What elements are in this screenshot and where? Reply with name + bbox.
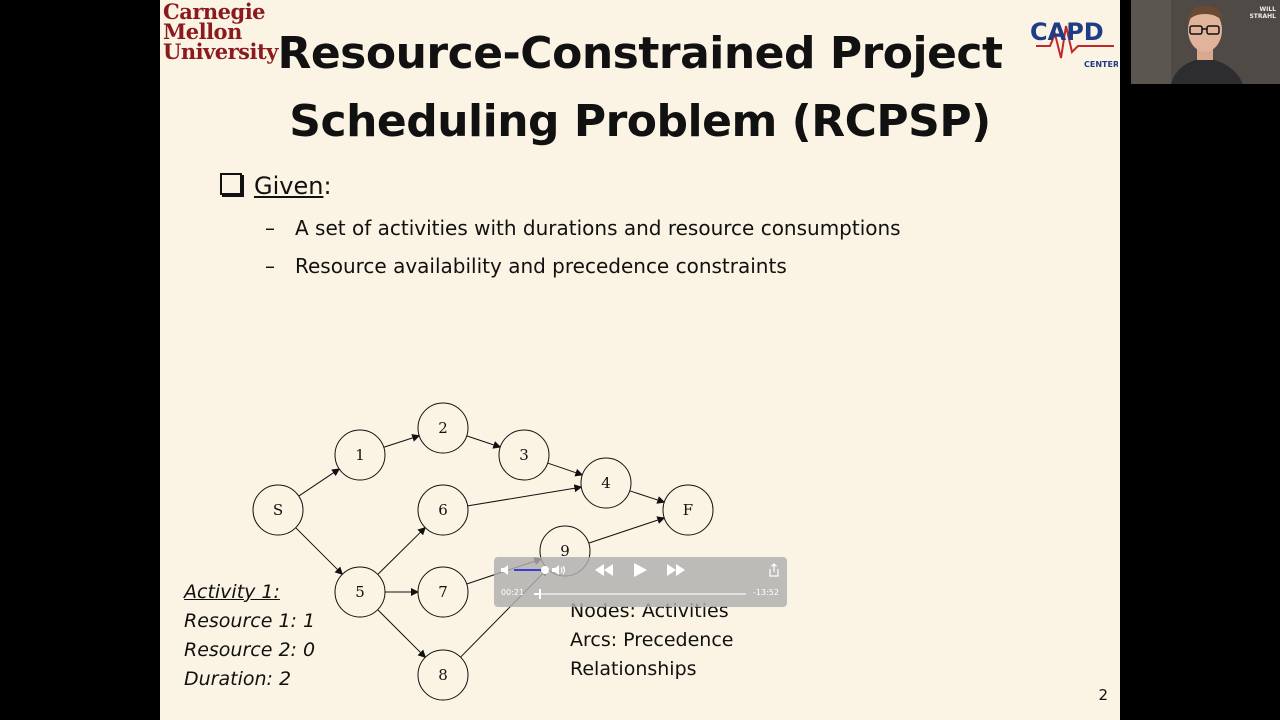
presenter-video [1131,0,1280,84]
capd-logo-subtext: CENTER [1084,60,1118,69]
precedence-arc-2-3 [466,435,502,449]
node-label: 4 [601,474,611,492]
cmu-logo-line-1: Carnegie [163,0,266,24]
node-circle [417,649,469,701]
node-label: S [273,501,283,519]
volume-low-icon[interactable] [500,564,514,576]
bullet-text: Resource availability and precedence con… [295,254,787,278]
precedence-arc-S-1 [298,468,341,497]
presenter-last-name: STRAHL [1249,13,1276,20]
slide-title: Resource-Constrained Project Scheduling … [260,20,1020,156]
progress-scrubber[interactable] [534,589,746,599]
volume-high-icon[interactable] [551,564,567,576]
activity-title: Activity 1: [184,581,280,603]
share-icon[interactable] [768,563,780,577]
bullet-text: A set of activities with durations and r… [295,216,901,240]
volume-slider-knob[interactable] [541,566,549,574]
node-circle [498,429,550,481]
elapsed-time: 00:21 [501,588,525,597]
node-label: 5 [355,583,365,601]
activity-node-S: S [252,484,304,536]
precedence-arc-5-8 [377,609,427,659]
activity-resource-2: Resource 2: 0 [184,639,316,661]
activity-node-5: 5 [334,566,386,618]
progress-fill [534,593,540,595]
presenter-first-name: WILL [1259,6,1277,13]
node-circle [252,484,304,536]
node-circle [417,566,469,618]
cmu-logo-line-2: Mellon [163,19,242,44]
cmu-logo-line-3: University [163,39,278,64]
activity-node-4: 4 [580,457,632,509]
node-circle [580,457,632,509]
capd-logo: CAPD CENTER [1030,18,1118,69]
bullet-item: –Resource availability and precedence co… [265,254,787,278]
precedence-arc-S-5 [295,527,344,576]
node-label: 3 [519,446,529,464]
precedence-arc-6-4 [467,484,583,507]
precedence-arc-4-F [629,490,666,504]
node-circle [334,566,386,618]
precedence-arc-3-4 [547,462,584,477]
activity-duration: Duration: 2 [184,668,292,690]
node-label: 7 [438,583,448,601]
progress-scrubber-knob[interactable] [539,589,542,599]
activity-node-3: 3 [498,429,550,481]
node-label: 6 [438,501,448,519]
activity-node-1: 1 [334,429,386,481]
video-player-controls[interactable]: 00:21 -13:52 [494,557,787,607]
bullet-dash: – [265,254,275,278]
bullet-dash: – [265,216,275,240]
volume-slider[interactable] [514,569,543,571]
slide-title-line-2: Scheduling Problem (RCPSP) [289,96,991,147]
fast-forward-icon[interactable] [666,563,686,577]
node-circle [662,484,714,536]
given-colon: : [323,172,332,200]
legend-relationships: Relationships [570,658,697,680]
given-label: Given [254,172,324,200]
activity-node-F: F [662,484,714,536]
slide-title-line-1: Resource-Constrained Project [277,28,1003,79]
remaining-time: -13:52 [753,588,779,597]
precedence-arc-5-6 [377,526,426,575]
node-circle [334,429,386,481]
precedence-arc-1-2 [383,434,421,448]
activity-resource-1: Resource 1: 1 [184,610,316,632]
cmu-logo: Carnegie Mellon University [163,0,278,64]
play-icon[interactable] [631,562,649,578]
given-heading: Given: [220,172,332,200]
page-number: 2 [1098,686,1108,704]
node-circle [417,484,469,536]
webcam-feed: WILL STRAHL [1131,0,1280,84]
node-label: 9 [560,542,570,560]
node-label: F [683,501,693,519]
checkbox-bullet-icon [220,173,242,195]
activity-node-8: 8 [417,649,469,701]
legend-arcs: Arcs: Precedence [570,629,734,651]
bullet-item: –A set of activities with durations and … [265,216,901,240]
capd-logo-text: CAPD [1030,18,1104,46]
presenter-name: WILL STRAHL [1249,6,1276,20]
activity-node-2: 2 [417,402,469,454]
node-label: 1 [355,446,365,464]
precedence-arc-9-F [588,516,666,544]
node-label: 8 [438,666,448,684]
rewind-icon[interactable] [594,563,614,577]
node-label: 2 [438,419,448,437]
graph-edges [295,434,666,659]
slide: Carnegie Mellon University CAPD CENTER R… [160,0,1120,720]
activity-details: Activity 1: Resource 1: 1 Resource 2: 0 … [184,578,315,694]
node-circle [417,402,469,454]
activity-node-6: 6 [417,484,469,536]
graph-legend: Nodes: Activities Arcs: Precedence Relat… [570,597,733,684]
activity-node-7: 7 [417,566,469,618]
